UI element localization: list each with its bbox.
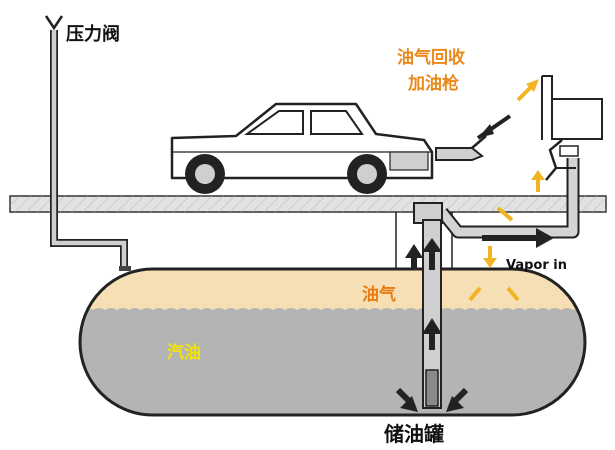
fuel-tank [389, 151, 429, 171]
vapor-in-label: Vapor in [506, 258, 568, 273]
vapor-arrow-spread-left [468, 286, 482, 302]
vapor-layer [80, 269, 585, 310]
arrow-head [478, 124, 494, 138]
fill-arrow-mid-head [422, 318, 442, 334]
vapor-arrow-down-head [483, 258, 497, 268]
fill-pipe [422, 219, 442, 409]
vapor-in-arrowhead [536, 228, 554, 248]
dispenser-head [551, 98, 603, 140]
vapor-recovery-nozzle [435, 135, 487, 161]
gasoline-label: 汽油 [167, 343, 201, 363]
vapor-flow-arrows [395, 79, 554, 412]
storage-tank [78, 267, 587, 417]
vapor-return-pipe [436, 158, 580, 239]
pressure-valve-label: 压力阀 [66, 24, 120, 45]
car [170, 102, 434, 194]
fill-arrow-left-head [405, 244, 423, 258]
vent-pipe [44, 15, 131, 271]
nozzle-label-line-2: 加油枪 [408, 74, 459, 94]
nozzle-hose [545, 139, 563, 181]
vapor-arrow-pipe [496, 206, 514, 222]
suction-arrow-right-head [446, 396, 464, 412]
vapor-arrow-up-head [531, 170, 545, 180]
ground-slab [9, 195, 607, 213]
nozzle-label-line-1: 油气回收 [397, 48, 465, 68]
vapor-arrow-spread-right [506, 286, 520, 302]
fuel-dispenser [541, 75, 603, 181]
suction-arrow-left-head [400, 396, 418, 412]
vapor-label: 油气 [362, 285, 396, 305]
storage-tank-label: 储油罐 [384, 422, 444, 446]
vapor-arrow-dispenser-head [526, 79, 539, 92]
pressure-valve-icon [44, 15, 64, 31]
fill-arrow-top-head [422, 238, 442, 252]
